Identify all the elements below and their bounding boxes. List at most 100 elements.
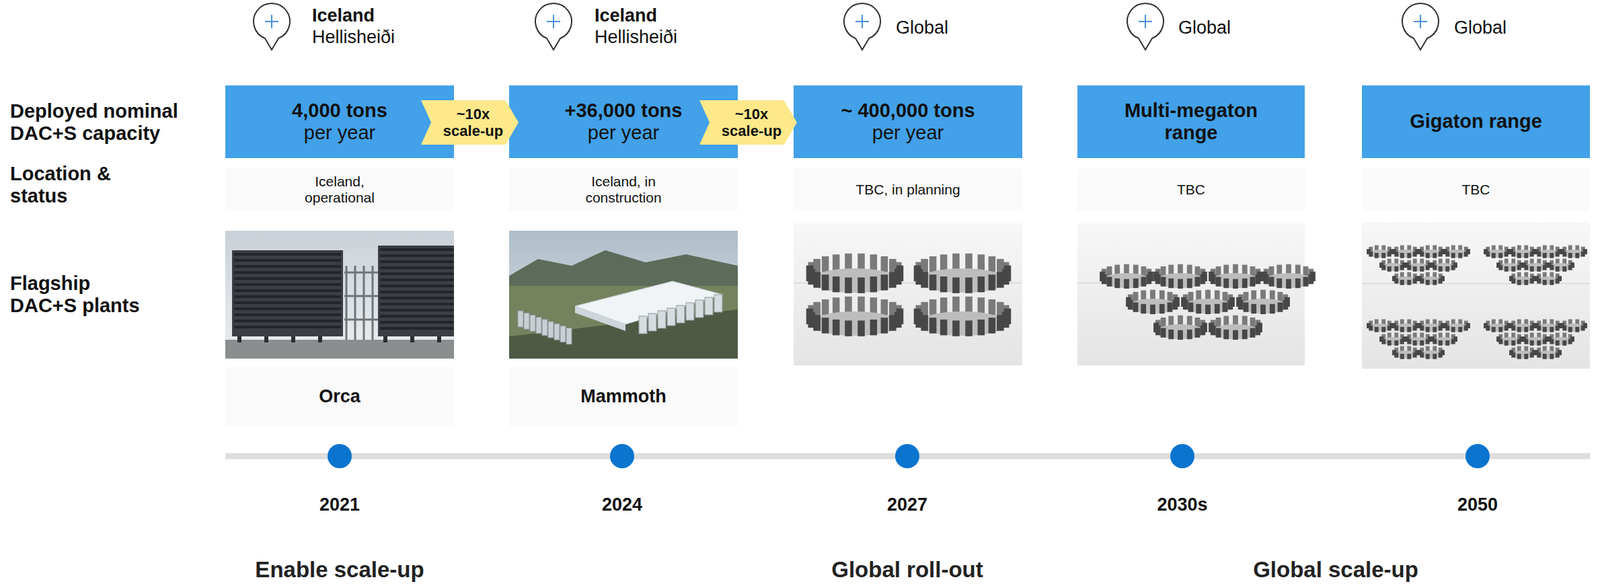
picture-part bbox=[965, 320, 973, 336]
plant-name-box: Orca bbox=[225, 367, 454, 427]
picture-part bbox=[1555, 266, 1560, 272]
picture-part bbox=[1160, 266, 1167, 276]
picture-part bbox=[1498, 264, 1503, 271]
box-heading: +36,000 tons bbox=[564, 99, 683, 122]
text-group: Orca bbox=[318, 386, 361, 407]
picture-part bbox=[1250, 266, 1256, 276]
picture-part bbox=[920, 271, 929, 288]
picture-part bbox=[1517, 338, 1522, 345]
picture-part bbox=[1195, 290, 1202, 300]
picture-part bbox=[1150, 304, 1156, 315]
picture-part bbox=[809, 311, 900, 336]
timeline-dot bbox=[610, 443, 635, 469]
picture-part bbox=[988, 317, 997, 333]
picture-part bbox=[1168, 278, 1174, 288]
picture-part bbox=[988, 256, 997, 272]
picture-part bbox=[234, 319, 341, 323]
status-box: TBC bbox=[1077, 168, 1305, 212]
picture-part bbox=[821, 317, 830, 333]
picture-part bbox=[857, 277, 865, 293]
picture-part bbox=[1269, 276, 1275, 286]
picture-part bbox=[1400, 279, 1405, 286]
picture-part bbox=[1295, 264, 1301, 275]
picture-part bbox=[1413, 340, 1418, 346]
picture-part bbox=[1511, 278, 1516, 284]
text-group: Multi-megaton range bbox=[1113, 99, 1269, 145]
picture-part bbox=[1404, 258, 1432, 272]
scale-up-arrow: ~10x scale-up bbox=[699, 100, 797, 145]
picture-part bbox=[1498, 262, 1522, 272]
picture-part bbox=[1575, 252, 1580, 259]
picture-part bbox=[1392, 244, 1420, 258]
capacity-box: Gigaton range bbox=[1361, 85, 1590, 159]
picture-part bbox=[648, 313, 657, 331]
picture-part bbox=[695, 299, 704, 318]
picture-part bbox=[1168, 264, 1174, 275]
picture-part bbox=[929, 274, 937, 290]
picture-part bbox=[1277, 291, 1284, 302]
picture-part bbox=[1406, 326, 1412, 333]
picture-part bbox=[1536, 325, 1541, 331]
picture-part bbox=[1555, 251, 1560, 257]
picture-part bbox=[1232, 279, 1239, 289]
picture-part bbox=[1381, 262, 1405, 272]
picture-part bbox=[1419, 266, 1424, 272]
picture-part bbox=[1150, 289, 1156, 300]
picture-part bbox=[1413, 251, 1418, 257]
picture-part bbox=[1498, 326, 1503, 333]
box-heading: TBC, in planning bbox=[850, 181, 966, 198]
picture-part bbox=[237, 336, 242, 343]
picture-part bbox=[1394, 350, 1418, 359]
picture-part bbox=[1438, 278, 1443, 284]
picture-part bbox=[889, 314, 897, 331]
picture-part bbox=[1232, 315, 1239, 325]
picture-part bbox=[1511, 340, 1516, 346]
picture-part bbox=[1264, 273, 1313, 288]
picture-part bbox=[1542, 279, 1547, 286]
picture-part bbox=[1568, 252, 1573, 259]
box-heading: Multi-megaton range bbox=[1113, 99, 1269, 145]
pin-icon bbox=[844, 3, 881, 50]
picture-part bbox=[1381, 326, 1386, 333]
text-group: Iceland, operational bbox=[282, 173, 397, 206]
picture-part bbox=[1077, 223, 1305, 366]
picture-part bbox=[920, 314, 929, 331]
picture-part bbox=[1417, 244, 1445, 258]
picture-part bbox=[1524, 279, 1529, 286]
picture-part bbox=[1517, 252, 1522, 259]
picture-part bbox=[1177, 330, 1184, 340]
picture-part bbox=[996, 271, 1005, 288]
picture-part bbox=[1406, 336, 1430, 346]
picture-part bbox=[1215, 317, 1222, 327]
picture-part bbox=[1394, 325, 1399, 331]
picture-part bbox=[881, 274, 889, 290]
picture-part bbox=[1123, 279, 1130, 289]
plant-pictures bbox=[225, 221, 1590, 369]
picture-part bbox=[1387, 325, 1392, 331]
picture-part bbox=[1187, 316, 1193, 326]
picture-part bbox=[1125, 289, 1180, 315]
box-subtext: per year bbox=[840, 121, 975, 144]
picture-part bbox=[1146, 274, 1152, 284]
picture-part bbox=[379, 314, 454, 318]
picture-part bbox=[1361, 221, 1590, 369]
picture-part bbox=[1521, 332, 1549, 346]
picture-part bbox=[1530, 251, 1535, 257]
picture-part bbox=[1417, 345, 1445, 359]
text-group: TBC, in planning bbox=[850, 181, 966, 198]
picture-part bbox=[1153, 315, 1208, 340]
picture-part bbox=[1504, 340, 1509, 346]
picture-part bbox=[1392, 271, 1420, 285]
row-heading: Location & status bbox=[10, 162, 155, 208]
picture-part bbox=[832, 276, 841, 292]
picture-part bbox=[1419, 340, 1424, 346]
picture-part bbox=[1560, 318, 1588, 332]
picture-part bbox=[889, 271, 897, 288]
picture-part bbox=[821, 256, 830, 272]
picture-part bbox=[1530, 278, 1535, 284]
location-name: Iceland bbox=[594, 5, 658, 27]
picture-part bbox=[1419, 251, 1424, 257]
picture-part bbox=[1536, 278, 1541, 284]
picture-part bbox=[1187, 264, 1193, 275]
